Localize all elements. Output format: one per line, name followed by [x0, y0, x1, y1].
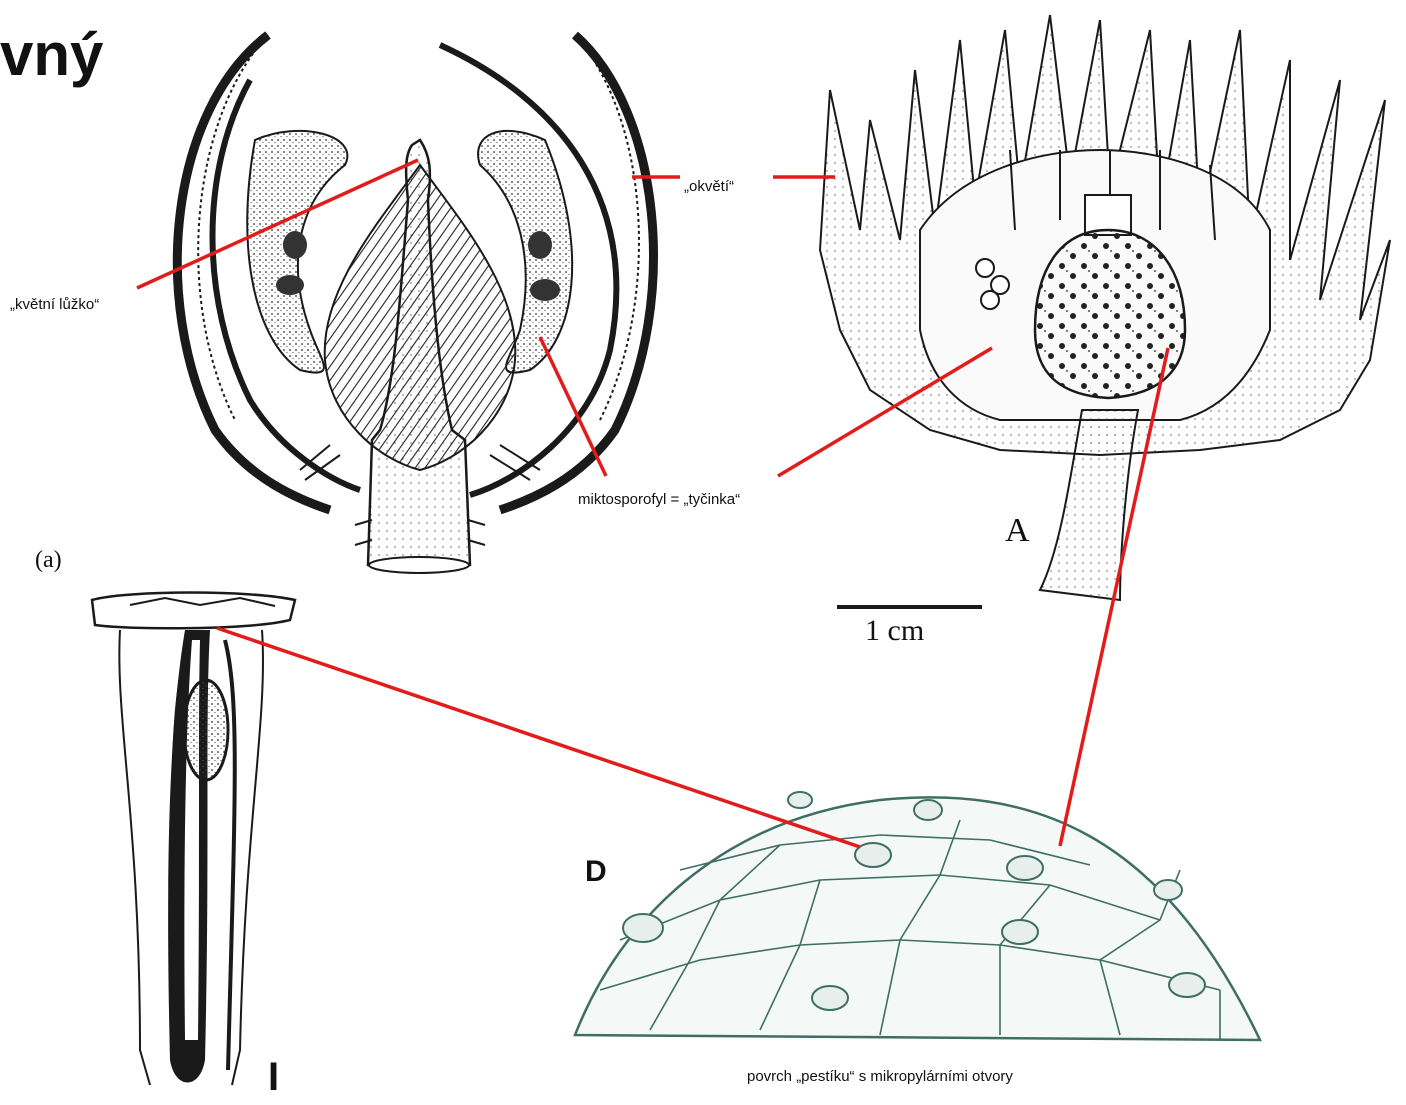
- stamen-leader-left: [540, 337, 606, 476]
- ovule-section-drawing: [92, 593, 295, 1086]
- pistil-surface-drawing: [575, 792, 1260, 1040]
- figure-letter-a: (a): [35, 547, 62, 574]
- figure-letter-I: I: [268, 1055, 279, 1100]
- ovule-to-surface-line: [217, 628, 860, 847]
- label-pistil-surface: povrch „pestíku“ s mikropylárními otvory: [747, 1068, 1013, 1086]
- label-perianth: „okvětí“: [684, 178, 734, 196]
- scale-bar-label: 1 cm: [865, 614, 924, 648]
- figure-letter-D: D: [585, 855, 607, 889]
- flower-head-drawing: [820, 15, 1390, 600]
- label-receptacle: „květní lůžko“: [10, 296, 99, 314]
- label-microsporophyll: miktosporofyl = „tyčinka“: [578, 491, 740, 509]
- figure-letter-A: A: [1005, 512, 1030, 550]
